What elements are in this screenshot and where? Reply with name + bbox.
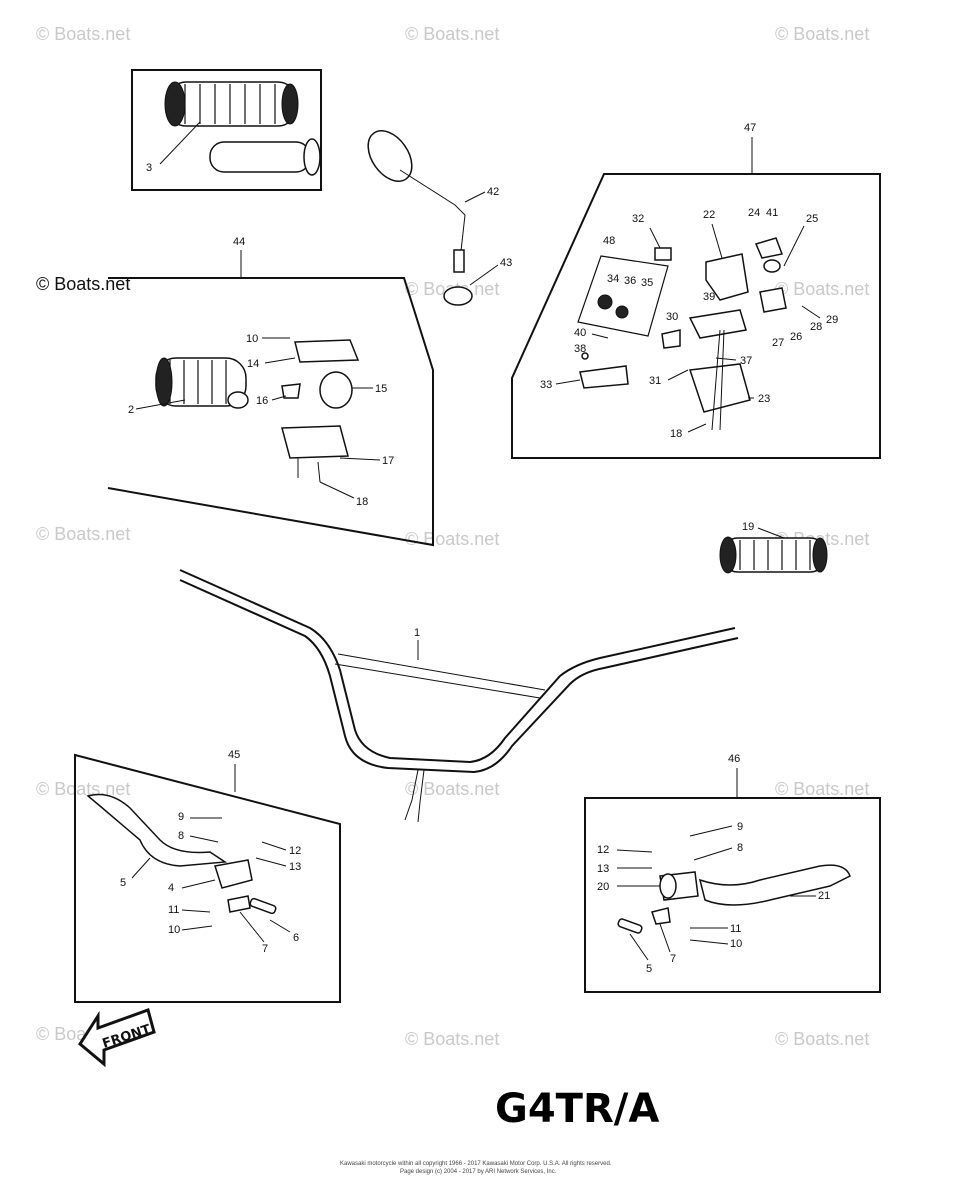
watermark: © Boats.net: [36, 24, 130, 44]
label-2: 2: [128, 404, 134, 416]
watermark: © Boats.net: [405, 24, 499, 44]
watermark: © Boats.net: [775, 779, 869, 799]
watermark: © Boats.net: [775, 24, 869, 44]
label-12b: 12: [597, 844, 609, 856]
label-1: 1: [414, 627, 420, 639]
label-32: 32: [632, 213, 644, 225]
grip-inset-box: 3: [131, 69, 322, 191]
label-28: 28: [810, 321, 822, 333]
label-7: 7: [262, 943, 268, 955]
front-arrow: FRONT: [78, 1008, 156, 1068]
label-4: 4: [168, 882, 174, 894]
label-42: 42: [487, 186, 499, 198]
label-31: 31: [649, 375, 661, 387]
watermark: © Boats.net: [775, 279, 869, 299]
label-20: 20: [597, 881, 609, 893]
label-44: 44: [233, 236, 245, 248]
label-5: 5: [120, 877, 126, 889]
label-10: 10: [246, 333, 258, 345]
label-40: 40: [574, 327, 586, 339]
label-34: 34: [607, 273, 619, 285]
watermark: © Boats.net: [405, 779, 499, 799]
label-43: 43: [500, 257, 512, 269]
label-9b: 9: [737, 821, 743, 833]
assembly-47-switch: 47 48 34 36 35 32 22 24 41 25 39 29 28 2…: [511, 122, 881, 459]
label-15: 15: [375, 383, 387, 395]
watermark: © Boats.net: [36, 779, 130, 799]
label-38: 38: [574, 343, 586, 355]
model-code: G4TR/A: [495, 1086, 659, 1132]
label-17: 17: [382, 455, 394, 467]
label-7b: 7: [670, 953, 676, 965]
label-18: 18: [356, 496, 368, 508]
footer-page-design: Page design (c) 2004 - 2017 by ARI Netwo…: [400, 1169, 557, 1175]
grip-3-drawing: [167, 81, 297, 127]
corner-watermark: © Boats.net: [36, 274, 130, 294]
label-25: 25: [806, 213, 818, 225]
label-39: 39: [703, 291, 715, 303]
label-6: 6: [293, 932, 299, 944]
watermark: © Boats.net: [775, 1029, 869, 1049]
footer-copyright: Kawasaki motorcycle within all copyright…: [340, 1161, 612, 1167]
grip-19: 19: [719, 521, 828, 574]
label-10c: 10: [730, 938, 742, 950]
label-27: 27: [772, 337, 784, 349]
label-18b: 18: [670, 428, 682, 440]
label-21: 21: [818, 890, 830, 902]
label-46: 46: [728, 753, 740, 765]
label-35: 35: [641, 277, 653, 289]
label-26: 26: [790, 331, 802, 343]
label-23: 23: [758, 393, 770, 405]
label-8: 8: [178, 830, 184, 842]
label-37: 37: [740, 355, 752, 367]
watermark: © Boats.net: [405, 529, 499, 549]
label-41: 41: [766, 207, 778, 219]
assembly-46-brake-lever: 46 9 8 12 13 20 21 5 7 11 10: [584, 753, 881, 993]
label-14: 14: [247, 358, 259, 370]
assembly-45-clutch-lever: 45 5 9 8 4 12 13 11 10 6 7: [74, 749, 341, 1003]
label-19: 19: [742, 521, 754, 533]
label-12: 12: [289, 845, 301, 857]
label-13: 13: [289, 861, 301, 873]
label-29: 29: [826, 314, 838, 326]
label-3: 3: [146, 162, 152, 174]
label-11: 11: [168, 904, 179, 916]
watermark: © Boats.net: [36, 524, 130, 544]
label-13b: 13: [597, 863, 609, 875]
label-9: 9: [178, 811, 184, 823]
label-8b: 8: [737, 842, 743, 854]
handlebar: 1: [179, 569, 739, 823]
assembly-44-throttle: 44 2 10 14 15 16 17 18: [107, 236, 434, 547]
mirror-assembly: 42 43: [367, 130, 512, 306]
label-5b: 5: [646, 963, 652, 975]
label-45: 45: [228, 749, 240, 761]
label-30: 30: [666, 311, 678, 323]
watermark: © Boats.net: [405, 1029, 499, 1049]
label-10b: 10: [168, 924, 180, 936]
label-11b: 11: [730, 923, 741, 935]
label-24: 24: [748, 207, 760, 219]
label-22: 22: [703, 209, 715, 221]
label-48: 48: [603, 235, 615, 247]
label-16: 16: [256, 395, 268, 407]
label-33: 33: [540, 379, 552, 391]
label-36: 36: [624, 275, 636, 287]
label-47: 47: [744, 122, 756, 134]
